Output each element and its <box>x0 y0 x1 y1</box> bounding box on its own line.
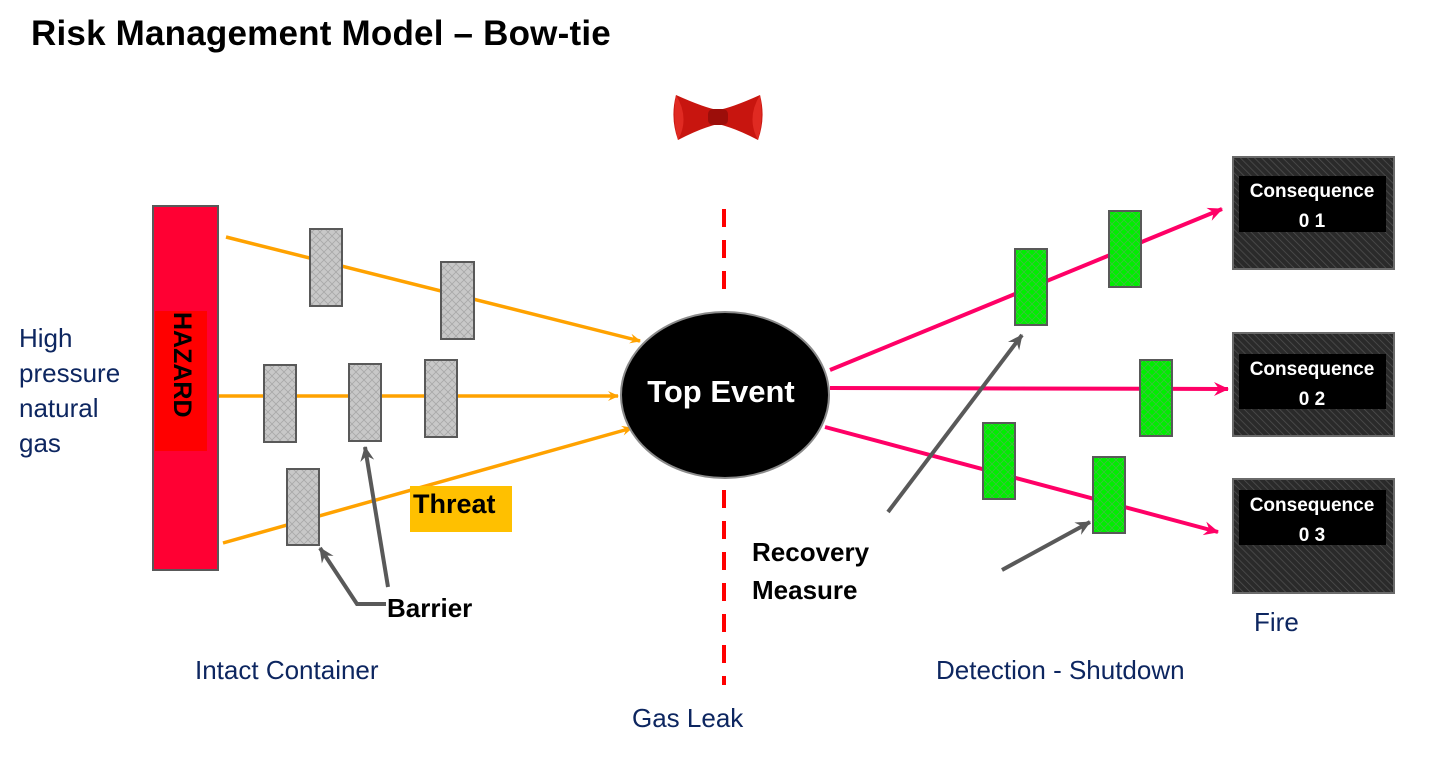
barrier <box>286 468 320 546</box>
recovery-label-line: Recovery <box>752 537 870 567</box>
barrier <box>348 363 382 442</box>
bow-tie-icon <box>673 95 763 140</box>
consequence-box-3: Consequence 0 3 <box>1232 478 1395 594</box>
consequence-label: Consequence <box>1250 359 1375 380</box>
consequence-label: Consequence <box>1250 495 1375 516</box>
detection-shutdown-label: Detection - Shutdown <box>936 655 1185 685</box>
recovery-measure <box>1092 456 1126 534</box>
barrier <box>263 364 297 443</box>
consequence-box-1: Consequence 0 1 <box>1232 156 1395 270</box>
hazard-description-line: gas <box>19 428 61 458</box>
recovery-measure <box>1014 248 1048 326</box>
page-title: Risk Management Model – Bow-tie <box>31 14 611 53</box>
threat-badge: Threat <box>410 486 512 532</box>
hazard-label: HAZARD <box>168 312 196 418</box>
recovery-measure <box>982 422 1016 500</box>
barrier <box>424 359 458 438</box>
barrier-pointer-arrow <box>360 446 390 588</box>
barrier <box>309 228 343 307</box>
gas-leak-label: Gas Leak <box>632 703 744 733</box>
hazard-description-line: natural <box>19 393 99 423</box>
recovery-pointer-arrow <box>1001 520 1091 572</box>
top-event-label: Top Event <box>647 374 795 409</box>
recovery-label-line: Measure <box>752 575 858 605</box>
hazard-description-line: High <box>19 323 73 353</box>
intact-container-label: Intact Container <box>195 655 379 685</box>
consequence-number: 0 3 <box>1299 525 1325 546</box>
recovery-pointer-arrow <box>886 333 1024 514</box>
consequence-number: 0 1 <box>1299 211 1326 232</box>
fire-label: Fire <box>1254 607 1299 637</box>
recovery-measure <box>1108 210 1142 288</box>
hazard-label-bg <box>155 311 207 451</box>
top-event-node <box>620 311 830 479</box>
barrier-pointer-arrow <box>318 546 386 606</box>
consequence-number: 0 2 <box>1299 389 1325 410</box>
threat-label: Threat <box>413 489 496 519</box>
consequence-label: Consequence <box>1250 181 1375 202</box>
barrier-label: Barrier <box>387 593 473 623</box>
consequence-line-3 <box>824 425 1219 536</box>
hazard-description-line: pressure <box>19 358 121 388</box>
consequence-box-2: Consequence 0 2 <box>1232 332 1395 437</box>
threat-line-1 <box>225 235 641 344</box>
recovery-measure <box>1139 359 1173 437</box>
barrier <box>440 261 475 340</box>
